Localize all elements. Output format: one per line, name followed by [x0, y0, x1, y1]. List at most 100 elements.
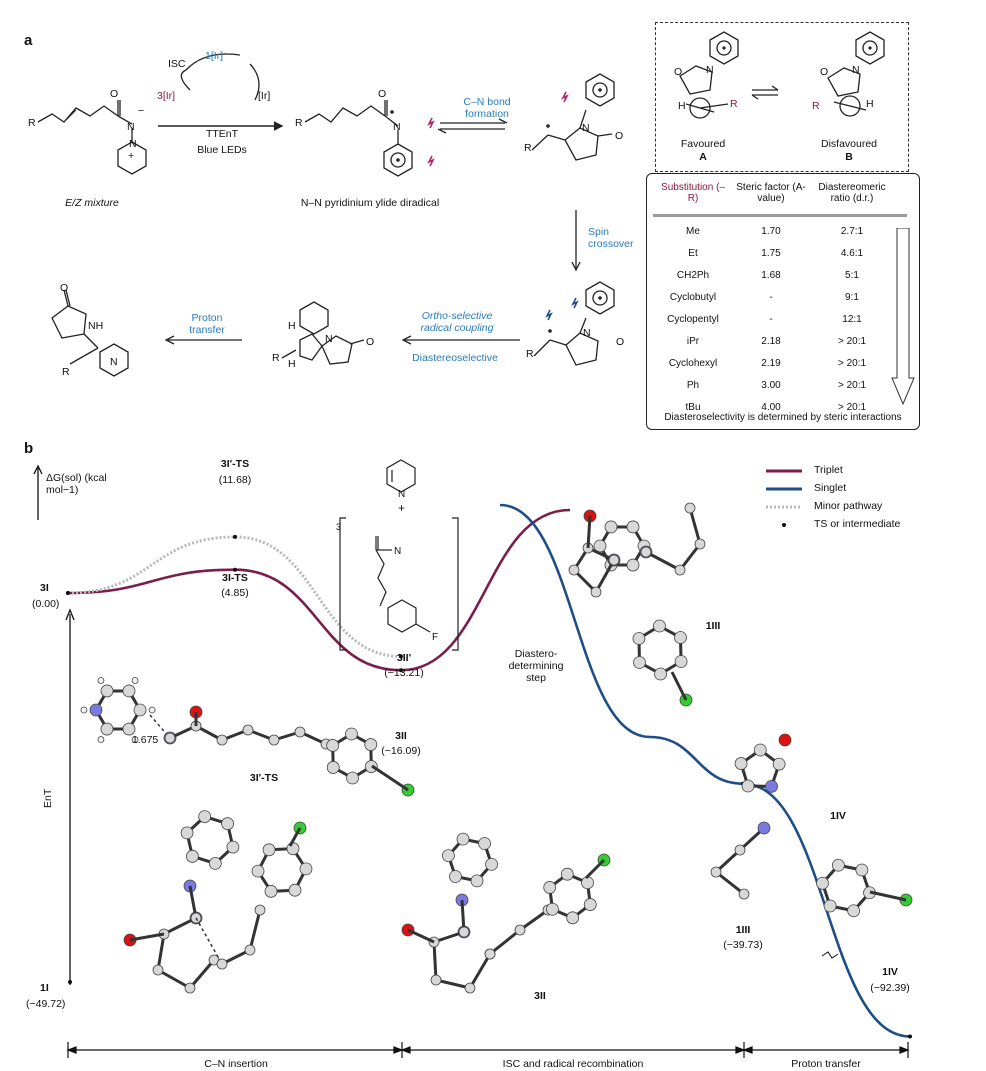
singlet-n: N: [583, 327, 591, 339]
conformer-box: [655, 22, 909, 172]
table-cell-r6-c2: > 20:1: [837, 358, 867, 369]
mol-atom-51: [216, 958, 228, 970]
mol-atom-94: [674, 655, 688, 668]
point-3II-value: (−16.09): [381, 745, 421, 757]
mol-atom-111: [757, 821, 771, 835]
table-cell-r6-c1: 2.19: [761, 358, 781, 369]
reactant-minus: −: [138, 105, 145, 117]
bond-length-label: 1.675: [132, 734, 159, 746]
legend-swatch-1: [766, 487, 802, 491]
mol-atom-57: [478, 837, 491, 850]
mol-atom-49: [254, 904, 266, 916]
disfav-r: R: [812, 100, 820, 112]
mol-atom-16: [242, 724, 254, 736]
mol-atom-69: [583, 898, 597, 911]
mol-atom-10: [97, 677, 105, 684]
mol-atom-91: [674, 564, 686, 576]
structure-ii-label: 3II: [534, 990, 546, 1002]
point-1III-label: 1III: [735, 924, 751, 936]
mol-atom-90: [640, 546, 652, 558]
point-3I-ts-value: (4.85): [221, 587, 249, 599]
mol-bond: [188, 959, 216, 989]
mol-atom-18: [294, 726, 306, 738]
mol-atom-29: [208, 857, 222, 870]
energy-curve-triplet: [67, 508, 571, 672]
energy-point-2-1: [908, 1034, 912, 1039]
mol-atom-28: [226, 840, 240, 854]
energy-point-0-1: [233, 567, 237, 572]
inset-structure: N + 3 N F: [336, 459, 459, 651]
cycle-ir: [Ir]: [258, 90, 271, 102]
tricyclic-n: N: [325, 333, 333, 345]
table-cell-r0-c1: 1.70: [761, 226, 781, 237]
energy-curve-minor-pathway: [67, 535, 402, 658]
inset-pyridine-n: N: [398, 489, 405, 500]
mol-atom-72: [543, 881, 557, 894]
radical-o: O: [615, 130, 624, 142]
mol-atom-33: [221, 817, 235, 831]
point-3IIprime-value: (−13.21): [384, 667, 424, 679]
mol-bond: [432, 941, 438, 981]
point-3Iprime-ts-value: (11.68): [218, 474, 252, 486]
fav-h: H: [678, 100, 686, 112]
mol-atom-31: [180, 826, 194, 840]
mol-bond: [195, 917, 223, 965]
tricyclic-r: R: [272, 352, 280, 364]
table-cell-r1-c0: Et: [688, 248, 698, 259]
singlet-r: R: [526, 348, 534, 360]
table-cell-r4-c1: -: [769, 314, 773, 325]
fav-o: O: [674, 66, 683, 78]
disfavoured-letter: B: [845, 151, 853, 163]
proton-transfer: Proton transfer: [189, 312, 225, 336]
panel-a-letter: a: [24, 32, 33, 49]
mol-atom-46: [286, 842, 300, 856]
mol-atom-53: [470, 874, 484, 888]
tricyclic-h-bottom: H: [288, 358, 296, 370]
mol-atom-1: [122, 722, 136, 736]
mol-atom-114: [823, 899, 837, 913]
mol-atom-6: [148, 706, 156, 714]
table-cell-r8-c1: 4.00: [761, 402, 781, 413]
table-cell-r3-c0: Cyclobutyl: [669, 292, 717, 303]
mol-atom-17: [268, 734, 280, 746]
reactant-n: N: [127, 121, 135, 133]
point-1I-value: (−49.72): [26, 998, 66, 1010]
mol-atom-93: [684, 502, 696, 514]
table-cell-r2-c0: CH2Ph: [676, 270, 710, 281]
table-cell-r3-c1: -: [769, 292, 773, 303]
ent-arrow: [65, 608, 75, 985]
mol-bond: [129, 932, 165, 942]
mol-bond: [468, 953, 492, 989]
mol-atom-9: [80, 706, 88, 714]
mol-atom-63: [464, 982, 476, 994]
mol-atom-3: [89, 703, 103, 717]
mol-bond: [594, 559, 616, 593]
mol-atom-54: [449, 870, 462, 883]
table-cell-r3-c2: 9:1: [845, 292, 859, 303]
mol-atom-95: [654, 667, 667, 681]
mol-bond: [645, 550, 681, 572]
mol-atom-13: [164, 732, 176, 744]
mol-atom-11: [131, 677, 139, 684]
mol-bond: [288, 827, 302, 847]
stage-cn-insertion: C–N insertion: [204, 1058, 268, 1070]
mol-atom-66: [484, 948, 496, 960]
disfavoured-label: Disfavoured: [820, 138, 878, 150]
mol-atom-103: [741, 779, 755, 793]
mol-atom-92: [694, 538, 706, 550]
panel-a-schemes: [37, 31, 885, 377]
mol-bond: [678, 543, 702, 571]
mol-bond: [371, 764, 409, 792]
mol-atom-81: [626, 520, 640, 534]
stage-isc-recombination: ISC and radical recombination: [502, 1058, 644, 1070]
mol-atom-2: [100, 722, 114, 736]
reactant-label: E/Z mixture: [65, 197, 119, 209]
table-cell-r0-c0: Me: [686, 226, 700, 237]
inset-prefix: 3: [336, 522, 341, 532]
mol-atom-0: [133, 703, 147, 717]
table-cell-r7-c0: Ph: [686, 380, 700, 391]
stage-proton-transfer: Proton transfer: [791, 1058, 861, 1070]
mol-atom-102: [765, 779, 778, 793]
disfav-n: N: [852, 64, 860, 76]
